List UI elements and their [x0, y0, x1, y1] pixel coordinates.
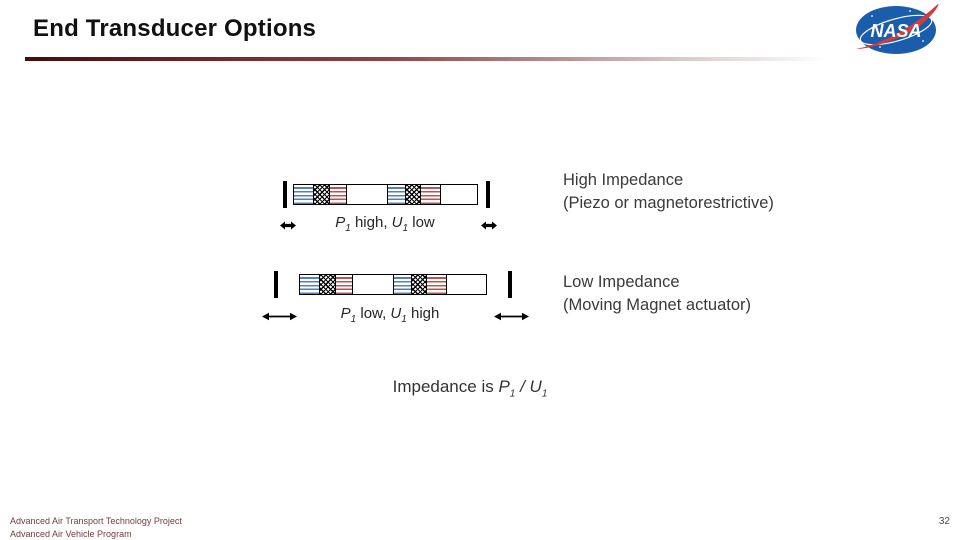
high-tube-caption: P1 high, U1 low [305, 214, 465, 234]
low-tube-endcap-right [508, 271, 512, 298]
high-impedance-label: High Impedance (Piezo or magnetorestrict… [563, 169, 774, 215]
low-tube-endcap-left [274, 271, 278, 298]
caption-sub-p: 1 [345, 223, 351, 234]
equation-sub-u: 1 [541, 388, 548, 400]
motion-arrow-long-right-icon [494, 309, 529, 327]
tube-segment-blank [440, 185, 477, 204]
low-impedance-tube [299, 274, 487, 295]
high-impedance-label-line1: High Impedance [563, 171, 684, 189]
tube-segment-blank [446, 275, 483, 294]
caption-sub-u: 1 [402, 223, 409, 234]
equation-sub-p: 1 [509, 388, 516, 400]
tube-segment-blue-hlines [387, 185, 405, 204]
equation-var-u: U [529, 377, 542, 396]
motion-arrow-short-left-icon [280, 218, 296, 236]
caption-mid: low, [356, 305, 391, 322]
equation-prefix: Impedance is [392, 377, 499, 396]
impedance-equation: Impedance is P1 / U1 [280, 377, 660, 399]
tube-segment-blue-hlines [393, 275, 411, 294]
caption-sub-u: 1 [401, 314, 407, 325]
tube-segment-crosshatch [405, 185, 420, 204]
motion-arrow-long-left-icon [262, 309, 297, 327]
caption-tail: high [406, 305, 440, 322]
page-number: 32 [938, 516, 950, 527]
high-tube-endcap-left [283, 181, 287, 208]
equation-var-p: P [498, 377, 510, 396]
nasa-logo-icon: NASA [850, 1, 942, 61]
tube-segment-blue-hlines [294, 185, 313, 204]
footer-line-project: Advanced Air Transport Technology Projec… [10, 516, 182, 526]
tube-segment-red-hlines [335, 275, 352, 294]
svg-text:NASA: NASA [870, 21, 921, 41]
caption-mid: high, [350, 214, 392, 231]
high-impedance-label-line2: (Piezo or magnetorestrictive) [563, 194, 774, 212]
low-tube-caption: P1 low, U1 high [310, 305, 470, 325]
tube-segment-blank [346, 185, 387, 204]
caption-var-p: P [340, 305, 351, 322]
tube-segment-crosshatch [411, 275, 426, 294]
tube-segment-blank [352, 275, 393, 294]
tube-segment-crosshatch [313, 185, 329, 204]
caption-var-p: P [335, 214, 346, 231]
caption-sub-p: 1 [350, 314, 357, 325]
title-divider-rule [25, 57, 825, 61]
caption-tail: low [408, 214, 435, 231]
tube-segment-crosshatch [319, 275, 335, 294]
tube-segment-red-hlines [329, 185, 346, 204]
low-impedance-label-line1: Low Impedance [563, 273, 680, 291]
low-impedance-label: Low Impedance (Moving Magnet actuator) [563, 271, 751, 317]
high-impedance-tube [293, 184, 478, 205]
caption-var-u: U [391, 214, 403, 231]
motion-arrow-short-right-icon [481, 218, 497, 236]
footer-line-program: Advanced Air Vehicle Program [10, 529, 132, 539]
tube-segment-red-hlines [420, 185, 440, 204]
page-title: End Transducer Options [33, 15, 317, 42]
equation-divide: / [515, 377, 530, 396]
tube-segment-blue-hlines [300, 275, 319, 294]
low-impedance-label-line2: (Moving Magnet actuator) [563, 296, 752, 314]
footer: Advanced Air Transport Technology Projec… [10, 515, 182, 540]
caption-var-u: U [390, 305, 402, 322]
tube-segment-red-hlines [426, 275, 446, 294]
high-tube-endcap-right [486, 181, 490, 208]
